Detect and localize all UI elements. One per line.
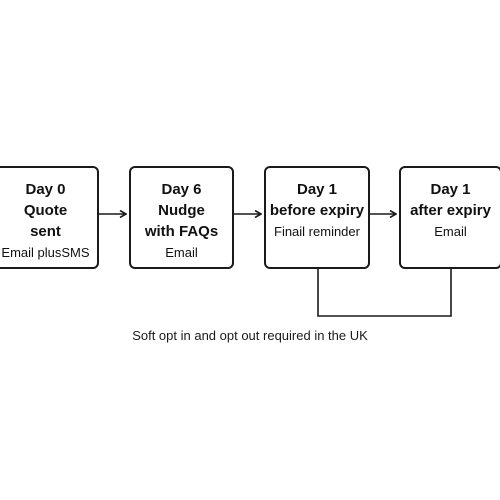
- step-title: Day 0 Quote sent: [23, 181, 68, 240]
- step-day-0-quote-sent: Day 0 Quote sent Email plusSMS: [0, 166, 99, 269]
- step-after-expiry: Day 1 after expiry Email: [399, 166, 500, 269]
- step-title: Day 6 Nudge with FAQs: [144, 181, 219, 240]
- step-channel: Finail reminder: [274, 224, 360, 239]
- step-title: Day 1 after expiry: [410, 181, 491, 219]
- compliance-note: Soft opt in and opt out required in the …: [132, 328, 368, 343]
- step-channel: Email: [165, 245, 198, 260]
- step-before-expiry: Day 1 before expiry Finail reminder: [264, 166, 370, 269]
- step-channel: Email plusSMS: [1, 245, 90, 260]
- bracket-2-to-3: [317, 269, 452, 317]
- step-channel: Email: [434, 224, 467, 239]
- step-day-6-nudge: Day 6 Nudge with FAQs Email: [129, 166, 234, 269]
- step-title: Day 1 before expiry: [269, 181, 365, 219]
